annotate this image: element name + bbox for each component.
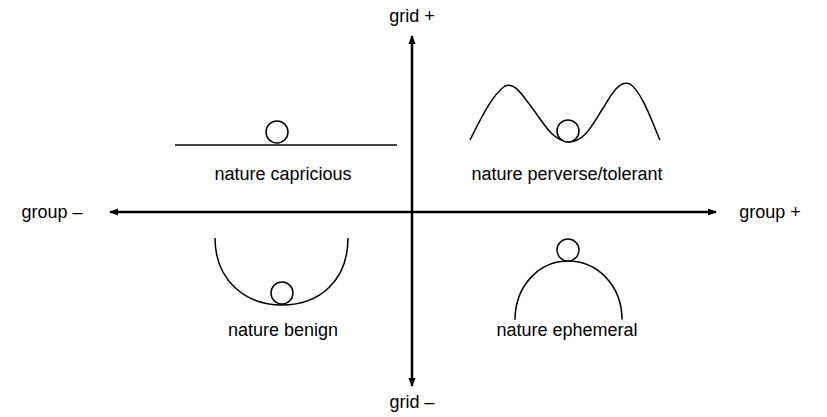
bowl: [215, 238, 348, 305]
group-axis: [110, 211, 716, 214]
quadrant-label: nature capricious: [212, 164, 353, 185]
quadrant-label: nature benign: [226, 320, 340, 341]
hill-valley: [470, 83, 660, 142]
quadrant-label: nature perverse/tolerant: [469, 164, 664, 185]
quadrant-label: nature ephemeral: [494, 320, 639, 341]
dome: [515, 261, 622, 320]
ball: [266, 121, 288, 143]
axis-label: grid +: [387, 6, 437, 27]
flat-plane: [175, 144, 397, 146]
axis-label: group –: [19, 202, 84, 223]
axis-label: group +: [737, 202, 803, 223]
ball: [271, 282, 293, 304]
ball: [557, 239, 579, 261]
axis-label: grid –: [387, 392, 436, 413]
ball: [557, 120, 579, 142]
